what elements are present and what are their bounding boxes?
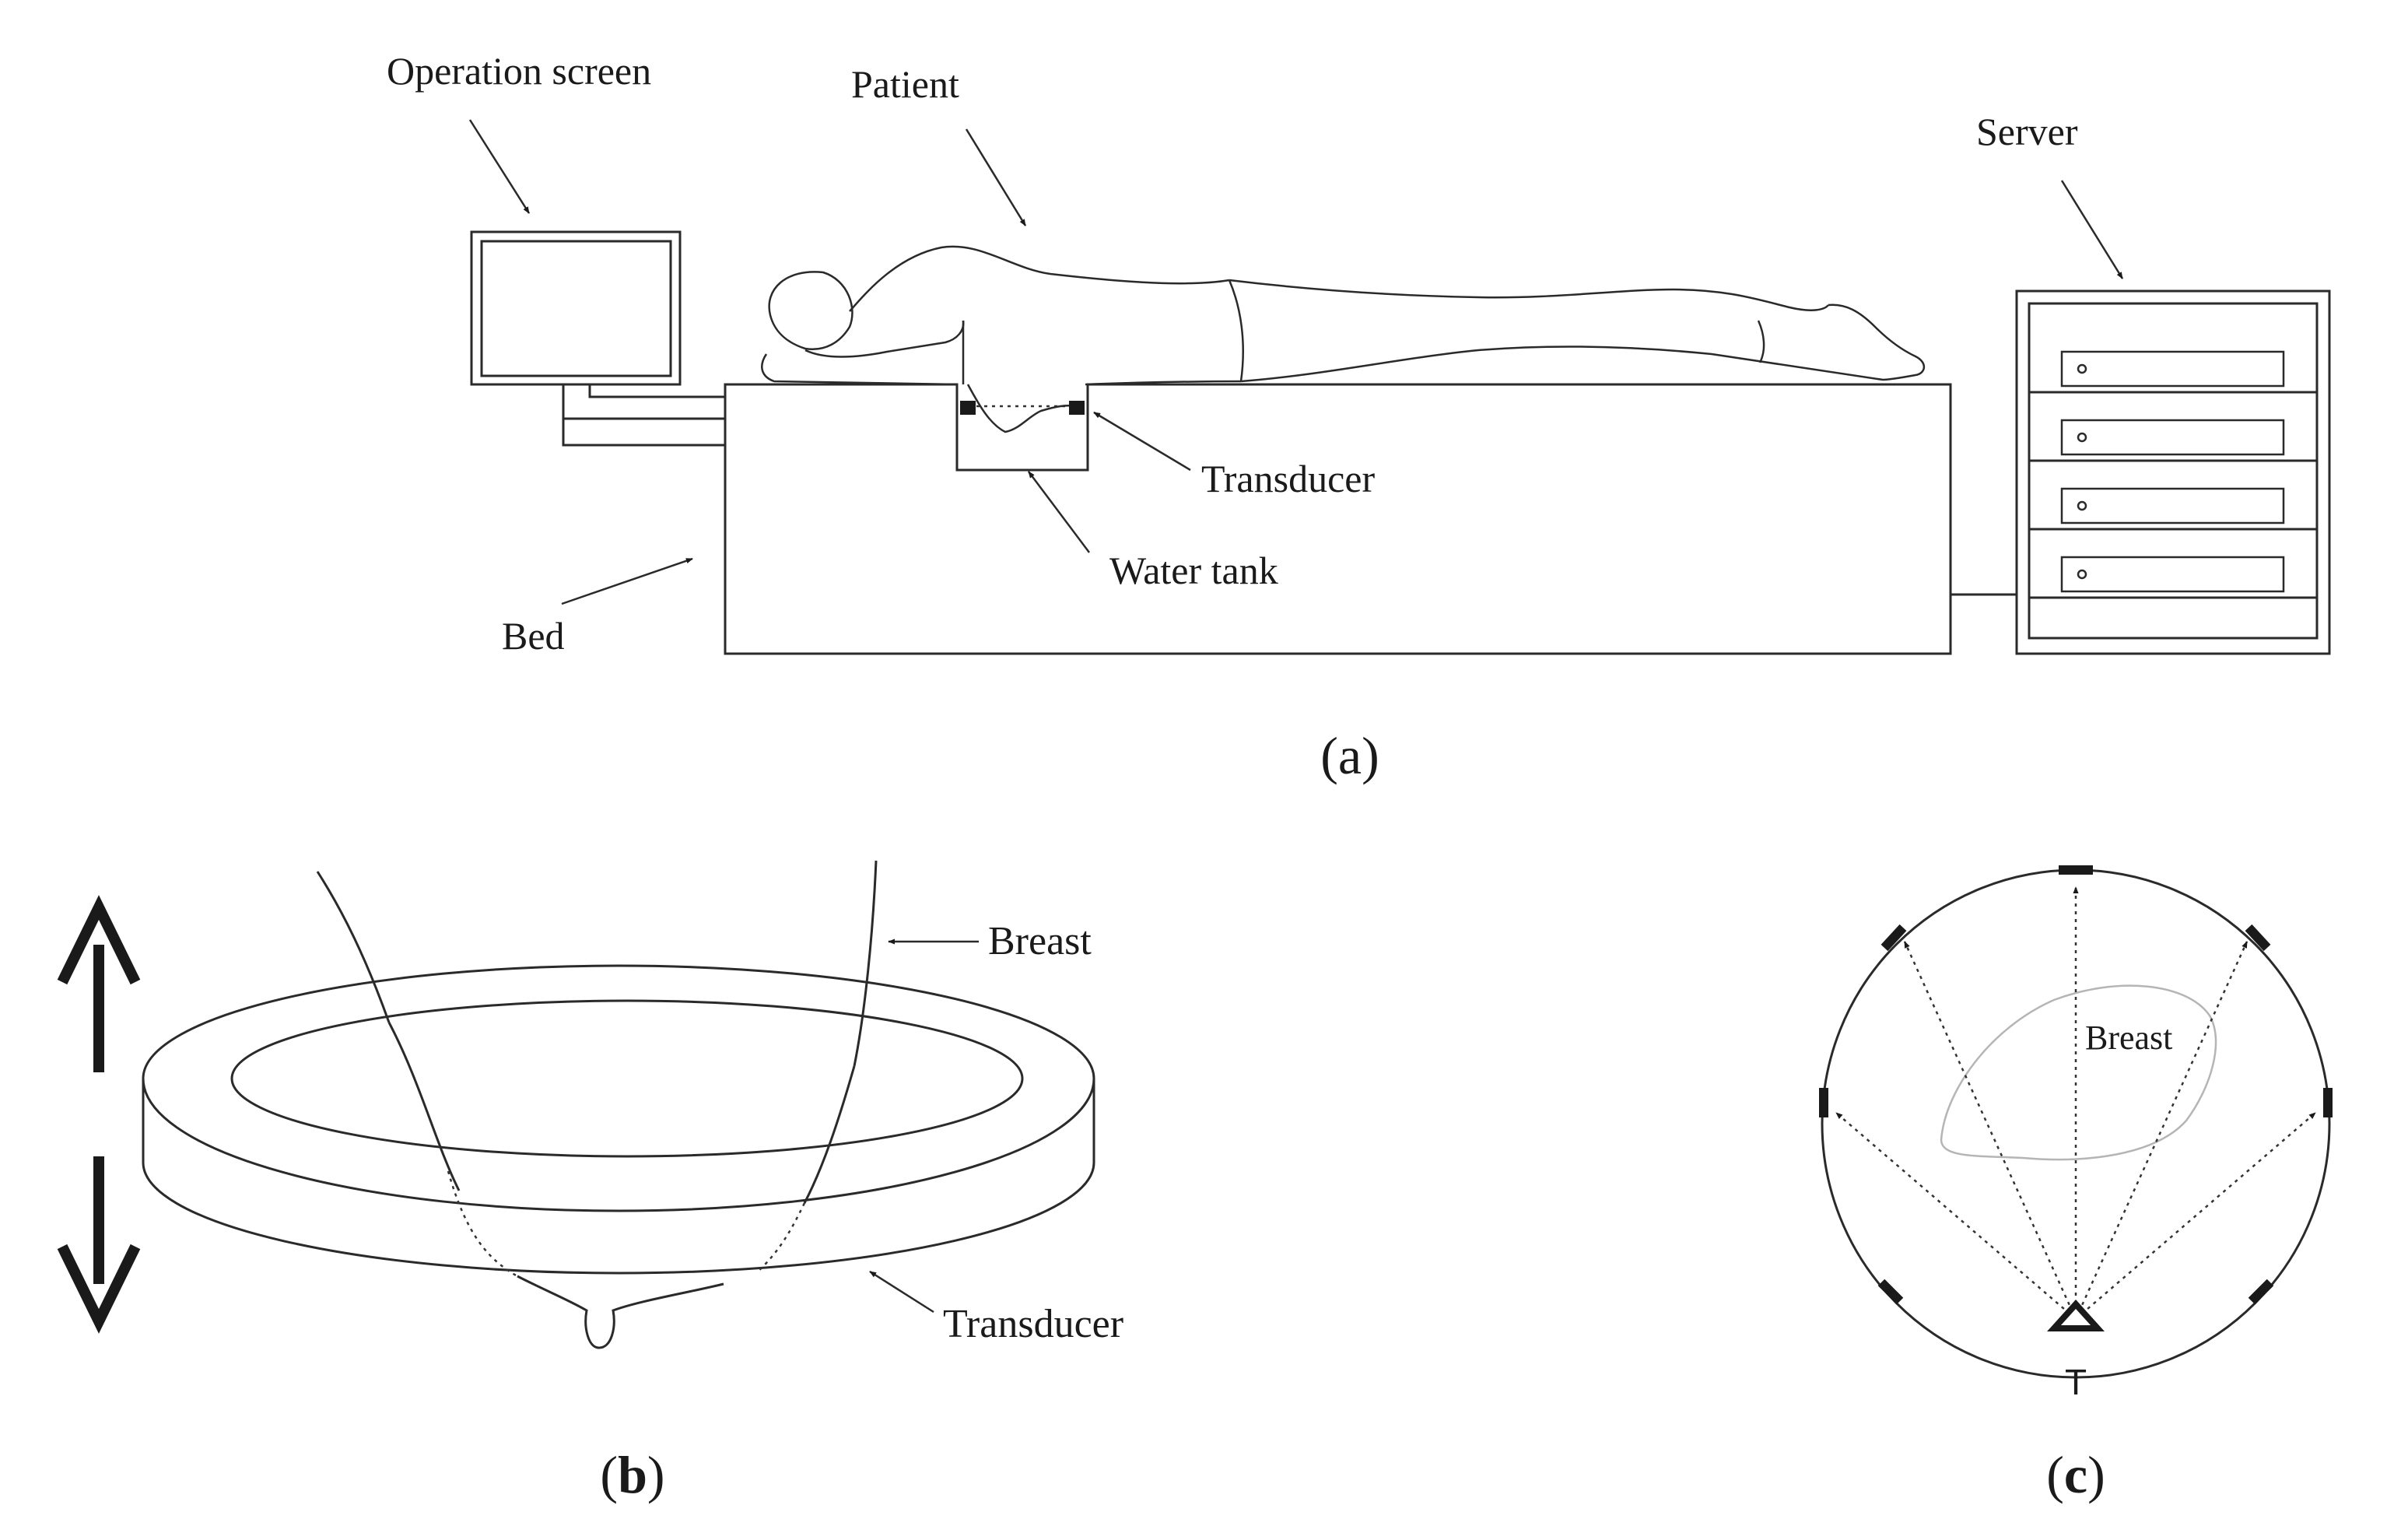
- panel-c: Breast T (c): [1819, 865, 2333, 1504]
- panel-a: Operation screen Patient Server Transduc…: [387, 49, 2331, 785]
- label-t: T: [2065, 1362, 2087, 1402]
- label-patient: Patient: [851, 62, 959, 106]
- vertical-motion-arrows: [57, 895, 141, 1334]
- label-breast-b: Breast: [988, 919, 1092, 963]
- transducer-block-right: [1069, 401, 1085, 415]
- patient-pointer: [965, 128, 1027, 226]
- caption-a: (a): [1320, 726, 1379, 785]
- panel-b: Breast Transducer (b): [57, 860, 1123, 1504]
- label-transducer-b: Transducer: [943, 1302, 1123, 1346]
- transducer-block-left: [960, 401, 976, 415]
- patient-figure: [761, 245, 1926, 386]
- label-bed: Bed: [502, 614, 565, 658]
- transmitter-icon: [2046, 1300, 2105, 1331]
- transducer-pointer-b: [869, 1270, 934, 1314]
- water-tank: [955, 384, 1089, 472]
- breast-region-outline: [1940, 984, 2217, 1161]
- caption-c: (c): [2046, 1445, 2105, 1504]
- ring-transducer: [142, 964, 1095, 1275]
- ray-paths: [1835, 886, 2316, 1320]
- server-rack: [2015, 289, 2331, 655]
- transducer-pointer-a: [1093, 411, 1191, 472]
- caption-b: (b): [600, 1445, 664, 1504]
- operation-screen-pointer: [468, 119, 531, 214]
- bed: [724, 383, 1952, 655]
- label-transducer-a: Transducer: [1201, 457, 1375, 500]
- water-tank-pointer: [1028, 471, 1090, 553]
- transducer-elements: [1819, 865, 2333, 1305]
- label-operation-screen: Operation screen: [387, 49, 651, 93]
- operation-screen-monitor: [470, 230, 682, 386]
- label-breast-c: Breast: [2085, 1019, 2172, 1057]
- label-server: Server: [1976, 110, 2078, 153]
- breast-outline: [316, 860, 878, 1349]
- bed-pointer: [561, 557, 693, 605]
- monitor-cable: [562, 384, 725, 447]
- label-water-tank: Water tank: [1109, 549, 1278, 592]
- server-pointer: [2060, 180, 2124, 279]
